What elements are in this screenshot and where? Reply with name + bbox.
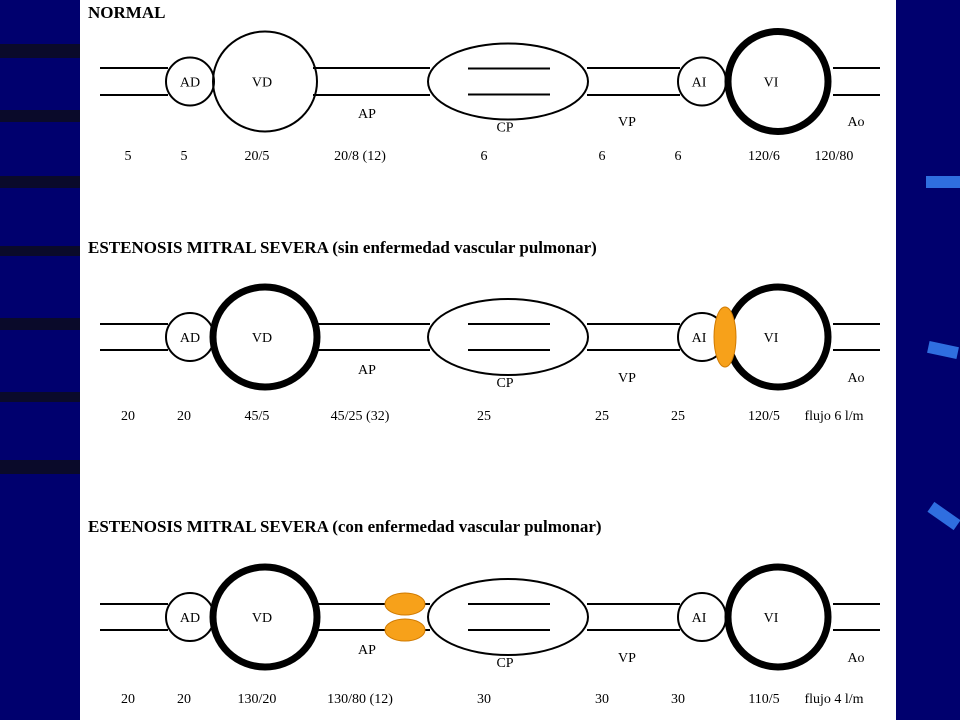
pulmonary-vascular-marker: [384, 592, 426, 616]
label-ap: AP: [358, 107, 376, 122]
label-vi: VI: [764, 611, 779, 626]
diagram-section-severe-no-pvd: ESTENOSIS MITRAL SEVERA (sin enfermedad …: [88, 238, 880, 424]
label-ad: AD: [180, 76, 200, 91]
mitral-stenosis-marker: [713, 306, 737, 368]
left-ventricle-shape: [724, 28, 832, 135]
pressure-value: 6: [675, 149, 682, 164]
label-ao: Ao: [847, 371, 864, 386]
pressure-value: 30: [477, 692, 491, 707]
pressure-value: 5: [181, 149, 188, 164]
label-cp: CP: [496, 121, 513, 136]
pressure-value: 45/25 (32): [331, 409, 390, 424]
section-title: NORMAL: [88, 3, 165, 22]
label-vp: VP: [618, 651, 636, 666]
pressure-value: 20/8 (12): [334, 149, 386, 164]
pressure-value: 45/5: [245, 409, 270, 424]
left-stripe: [0, 318, 80, 330]
pressure-value: 20: [121, 409, 135, 424]
pressure-value: 20: [177, 692, 191, 707]
label-vd: VD: [252, 76, 272, 91]
label-vp: VP: [618, 115, 636, 130]
pressure-value: 25: [671, 409, 685, 424]
right-ventricle-shape: [209, 563, 321, 671]
capillary-bed-shape: [427, 298, 589, 376]
pressure-value: 20: [177, 409, 191, 424]
right-accent-mark: [927, 341, 959, 359]
diagram-section-severe-pvd: ESTENOSIS MITRAL SEVERA (con enfermedad …: [88, 517, 880, 707]
label-ai: AI: [692, 611, 707, 626]
hemodynamics-diagram: NORMAL AD VD AP CP VP AI VI Ao 5 5 20/5 20/8 (12) 6 6 6…: [88, 3, 880, 707]
pressure-value: 25: [477, 409, 491, 424]
label-cp: CP: [496, 376, 513, 391]
right-ventricle-shape: [209, 283, 321, 391]
pressure-value: 120/6: [748, 149, 780, 164]
pressure-value: 120/80: [815, 149, 854, 164]
pressure-value: 30: [671, 692, 685, 707]
capillary-bed-shape: [427, 578, 589, 656]
pressure-value: 130/80 (12): [327, 692, 393, 707]
left-ventricle-shape: [724, 563, 832, 671]
left-stripe: [0, 246, 80, 256]
pressure-value: 110/5: [748, 692, 779, 707]
right-accent-mark: [927, 501, 960, 531]
label-vi: VI: [764, 76, 779, 91]
label-vp: VP: [618, 371, 636, 386]
capillary-bed-shape: [427, 42, 589, 121]
pressure-value: 30: [595, 692, 609, 707]
diagram-panel: NORMAL AD VD AP CP VP AI VI Ao 5 5 20/5 20/8 (12) 6 6 6…: [80, 0, 896, 720]
pressure-value: 25: [595, 409, 609, 424]
pressure-value: 120/5: [748, 409, 780, 424]
label-cp: CP: [496, 656, 513, 671]
pressure-value: flujo 6 l/m: [804, 409, 863, 424]
left-stripe: [0, 44, 80, 58]
label-ap: AP: [358, 643, 376, 658]
section-title: ESTENOSIS MITRAL SEVERA (con enfermedad …: [88, 517, 602, 536]
label-vi: VI: [764, 331, 779, 346]
label-ad: AD: [180, 611, 200, 626]
left-stripe: [0, 460, 80, 474]
left-stripe: [0, 176, 80, 188]
left-stripe: [0, 110, 80, 122]
label-ap: AP: [358, 363, 376, 378]
label-ao: Ao: [847, 115, 864, 130]
right-accent-mark: [926, 176, 960, 188]
pressure-value: 6: [599, 149, 606, 164]
pulmonary-vascular-marker: [384, 618, 426, 642]
label-ai: AI: [692, 76, 707, 91]
right-ventricle-shape: [212, 30, 318, 133]
pressure-value: 5: [125, 149, 132, 164]
label-vd: VD: [252, 331, 272, 346]
pressure-value: 130/20: [238, 692, 277, 707]
diagram-section-normal: NORMAL AD VD AP CP VP AI VI Ao 5 5 20/5 20/8 (12) 6 6 6…: [88, 3, 880, 164]
pressure-value: 6: [481, 149, 488, 164]
left-stripe: [0, 392, 80, 402]
label-ai: AI: [692, 331, 707, 346]
pressure-value: flujo 4 l/m: [804, 692, 863, 707]
pressure-value: 20/5: [245, 149, 270, 164]
label-ad: AD: [180, 331, 200, 346]
pressure-value: 20: [121, 692, 135, 707]
label-vd: VD: [252, 611, 272, 626]
label-ao: Ao: [847, 651, 864, 666]
section-title: ESTENOSIS MITRAL SEVERA (sin enfermedad …: [88, 238, 597, 257]
